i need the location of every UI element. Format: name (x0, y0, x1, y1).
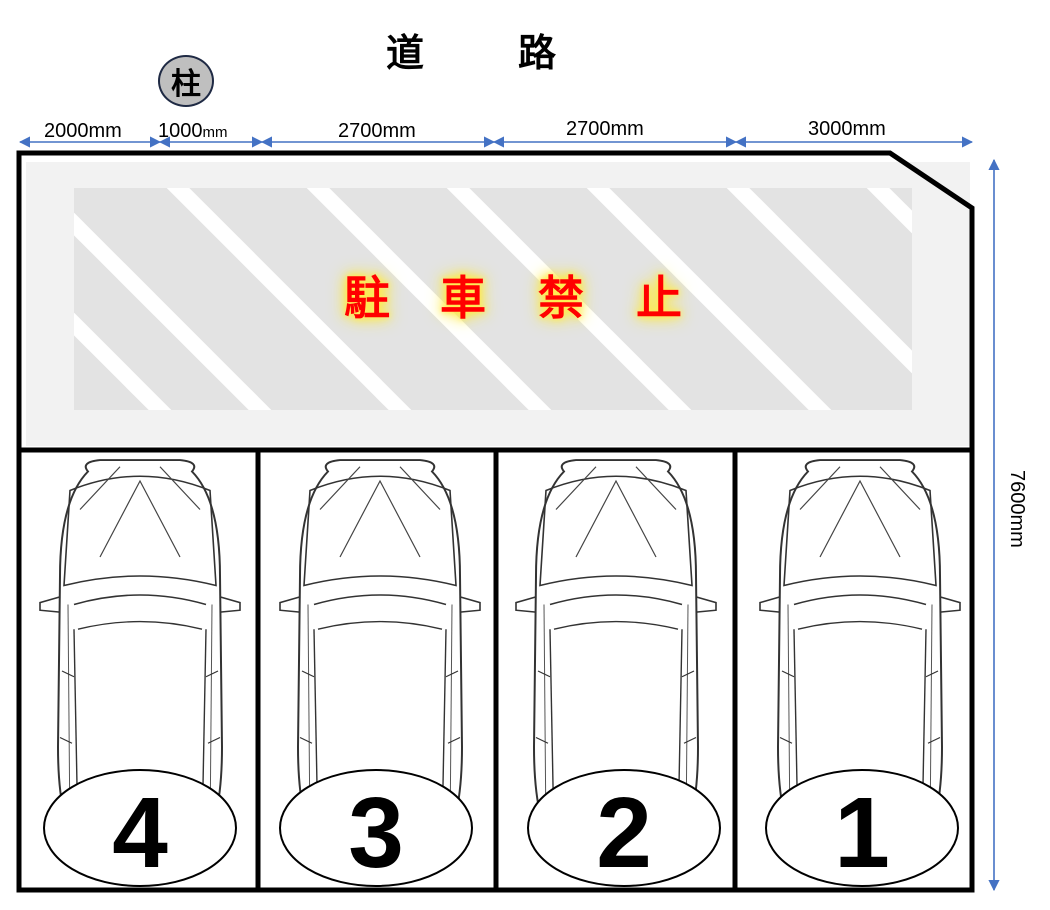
no-parking-char: 駐 (344, 271, 390, 325)
no-parking-char: 禁 (538, 271, 584, 325)
dimension-label: 2000mm (44, 120, 122, 142)
dimension-arrows (18, 136, 1000, 892)
space-number: 4 (112, 777, 168, 889)
space-number-oval (527, 769, 721, 887)
dimension-label: 3000mm (808, 118, 886, 140)
pillar-marker: 柱 (158, 55, 214, 107)
space-number-oval (279, 769, 473, 887)
space-number: 3 (348, 777, 404, 889)
space-number: 2 (596, 777, 652, 889)
dimension-label: 2700mm (566, 118, 644, 140)
no-parking-char: 止 (636, 271, 682, 325)
lot-outline (16, 150, 975, 893)
road-label-char: 路 (518, 31, 557, 75)
dimension-label: 1000mm (158, 120, 228, 142)
space-number: 1 (834, 777, 890, 889)
road-label-char: 道 (386, 31, 425, 75)
depth-dimension-label: 7600mm (1006, 470, 1028, 548)
dimension-label: 2700mm (338, 120, 416, 142)
space-number-oval (43, 769, 237, 887)
no-parking-char: 車 (440, 271, 486, 325)
space-number-oval (765, 769, 959, 887)
hatch-stripes (74, 188, 912, 410)
